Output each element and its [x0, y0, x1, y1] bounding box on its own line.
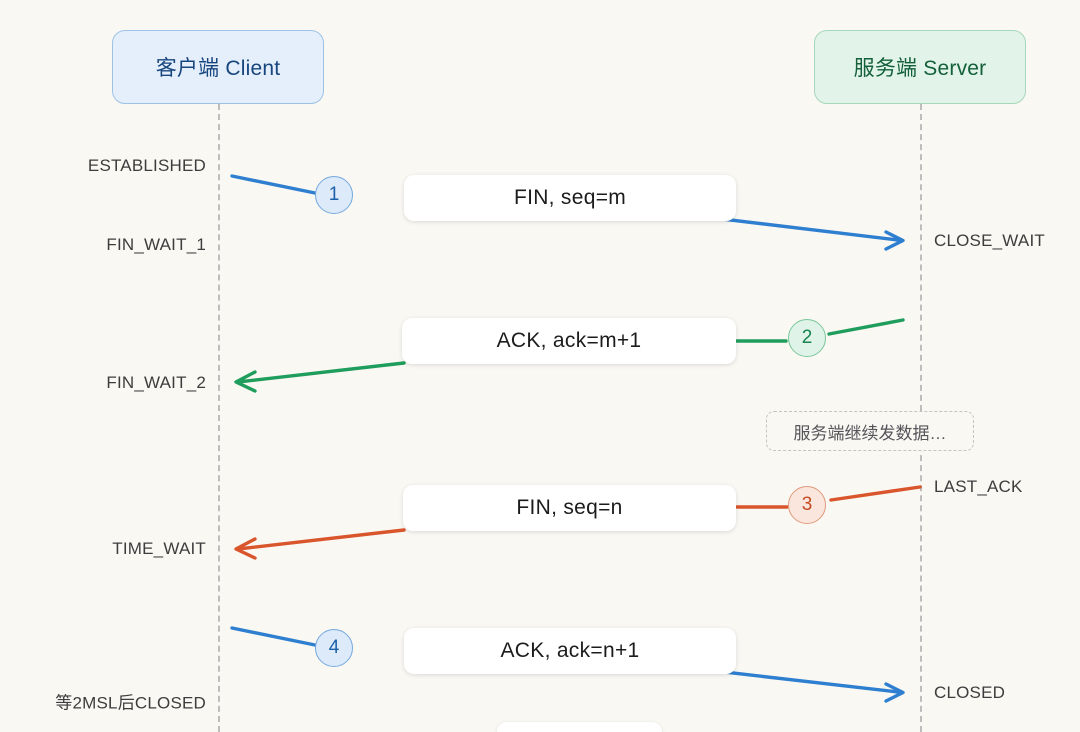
- message-box-2[interactable]: ACK, ack=m+1: [402, 318, 736, 364]
- state-client-established: ESTABLISHED: [87, 156, 206, 175]
- message-box-4[interactable]: ACK, ack=n+1: [404, 628, 736, 674]
- state-server-close-wait: CLOSE_WAIT: [934, 231, 1045, 250]
- participant-client[interactable]: 客户端 Client: [112, 30, 324, 104]
- participant-server[interactable]: 服务端 Server: [814, 30, 1026, 104]
- step-circle-1-label: 1: [328, 184, 340, 205]
- message-box-1[interactable]: FIN, seq=m: [404, 175, 736, 221]
- step-circle-2-label: 2: [801, 327, 813, 348]
- step-circle-3[interactable]: 3: [788, 486, 826, 524]
- note-label: 服务端继续发数据…: [793, 423, 947, 443]
- message-box-2-label: ACK, ack=m+1: [496, 329, 642, 352]
- step-circle-2[interactable]: 2: [788, 319, 826, 357]
- message-box-4-label: ACK, ack=n+1: [500, 639, 640, 662]
- state-client-closed-2msl: 等2MSL后CLOSED: [55, 693, 206, 713]
- step-circle-4-label: 4: [328, 637, 340, 658]
- state-client-fin-wait-2: FIN_WAIT_2: [106, 373, 206, 392]
- state-server-last-ack: LAST_ACK: [934, 477, 1023, 496]
- message-box-3-label: FIN, seq=n: [516, 496, 623, 519]
- participant-client-label: 客户端 Client: [155, 57, 281, 80]
- message-box-3[interactable]: FIN, seq=n: [403, 485, 736, 531]
- message-box-1-label: FIN, seq=m: [513, 186, 627, 209]
- state-server-closed: CLOSED: [934, 683, 1006, 702]
- participant-server-label: 服务端 Server: [853, 57, 987, 80]
- state-client-time-wait: TIME_WAIT: [112, 539, 206, 558]
- step-circle-4[interactable]: 4: [315, 629, 353, 667]
- step-circle-1[interactable]: 1: [315, 176, 353, 214]
- clipped-bottom-box: [497, 722, 662, 732]
- state-client-fin-wait-1: FIN_WAIT_1: [106, 235, 206, 254]
- lifeline-client: [218, 104, 220, 732]
- step-circle-3-label: 3: [801, 494, 813, 515]
- note-server-keeps-sending: 服务端继续发数据…: [766, 411, 974, 451]
